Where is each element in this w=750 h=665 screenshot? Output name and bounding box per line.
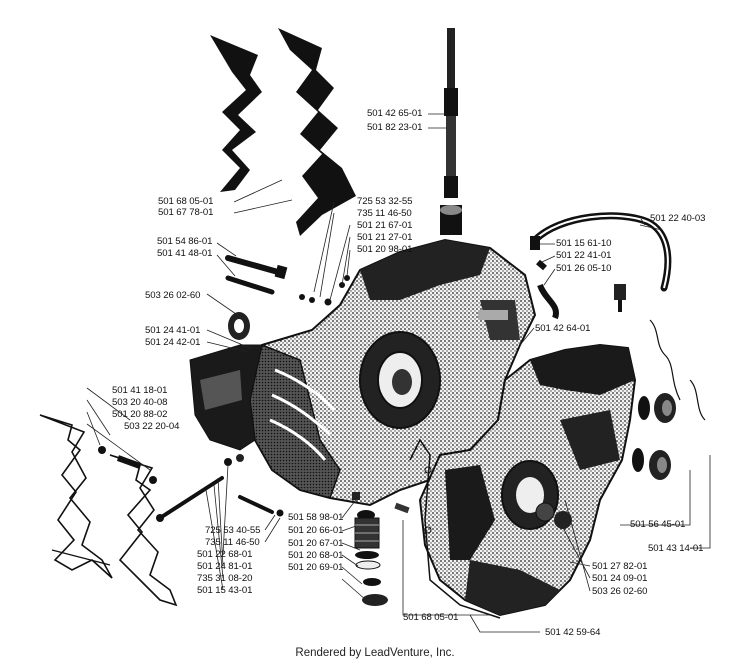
part-label: 501 22 68-01 xyxy=(197,549,253,560)
bolt-501-54-86 xyxy=(225,255,288,280)
part-label: 501 42 65-01 xyxy=(367,108,423,119)
chain-guard-plates xyxy=(39,414,178,607)
part-label: 501 20 69-01 xyxy=(288,562,344,573)
part-label: 501 22 41-01 xyxy=(556,250,612,261)
fuel-tube xyxy=(530,212,672,320)
part-label: 501 82 23-01 xyxy=(367,122,423,133)
part-label: 501 24 42-01 xyxy=(145,337,201,348)
part-label: 735 11 46-50 xyxy=(205,537,260,548)
part-label: 503 26 02-60 xyxy=(145,290,201,301)
part-label: 501 56 45-01 xyxy=(630,519,686,530)
part-label: 501 24 41-01 xyxy=(145,325,201,336)
bolt-501-41-48 xyxy=(225,275,275,295)
part-label: 501 41 48-01 xyxy=(157,248,213,259)
part-label: 503 26 02-60 xyxy=(592,586,648,597)
part-label: 501 20 66-01 xyxy=(288,525,344,536)
dowel-pins xyxy=(352,492,410,514)
part-label: 501 22 40-03 xyxy=(650,213,706,224)
leader-lines xyxy=(86,113,711,633)
part-label: 501 42 64-01 xyxy=(535,323,591,334)
part-label: 501 41 18-01 xyxy=(112,385,168,396)
part-label: 501 15 61-10 xyxy=(556,238,612,249)
part-label: 501 42 59-64 xyxy=(545,627,601,638)
part-label: 501 15 43-01 xyxy=(197,585,253,596)
part-label: 501 24 81-01 xyxy=(197,561,253,572)
crankcase-left-half xyxy=(248,238,537,507)
part-label: 501 20 98-01 xyxy=(357,244,413,255)
decompression-rod xyxy=(440,28,462,235)
seal-upper-right xyxy=(638,393,676,423)
part-label: 501 20 88-02 xyxy=(112,409,168,420)
wire-clips xyxy=(649,319,706,421)
long-bolt xyxy=(98,446,284,522)
part-label: 501 24 09-01 xyxy=(592,573,648,584)
part-label: 501 68 05-01 xyxy=(158,196,214,207)
part-label: 501 67 78-01 xyxy=(158,207,214,218)
part-label: 501 27 82-01 xyxy=(592,561,648,572)
gasket xyxy=(409,438,501,619)
part-label: 501 43 14-01 xyxy=(648,543,704,554)
part-label: 501 68 05-01 xyxy=(403,612,459,623)
heat-shield-left xyxy=(210,35,262,192)
part-label: 501 26 05-10 xyxy=(556,263,612,274)
part-label: 501 58 98-01 xyxy=(288,512,344,523)
seal-lower-right xyxy=(632,448,671,480)
part-label: 501 21 67-01 xyxy=(357,220,413,231)
part-label: 503 20 40-08 xyxy=(112,397,168,408)
part-label: 503 22 20-04 xyxy=(124,421,180,432)
part-label: 735 31 08-20 xyxy=(197,573,253,584)
clutch-cover xyxy=(189,344,263,451)
crankcase-right-half xyxy=(418,343,637,617)
washer-upper xyxy=(228,312,250,340)
bearing-stack xyxy=(354,510,388,606)
part-label: 501 54 86-01 xyxy=(157,236,213,247)
part-label: 735 11 46-50 xyxy=(357,208,412,219)
part-label: 501 20 68-01 xyxy=(288,550,344,561)
part-label: 725 53 40-55 xyxy=(205,525,261,536)
footer-credit: Rendered by LeadVenture, Inc. xyxy=(295,647,455,659)
part-label: 501 21 27-01 xyxy=(357,232,413,243)
part-label: 725 53 32-55 xyxy=(357,196,413,207)
part-label: 501 20 67-01 xyxy=(288,538,344,549)
heat-shield-right xyxy=(278,28,356,236)
